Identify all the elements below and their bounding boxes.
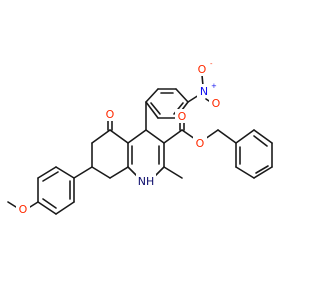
atom-symbol: NH: [138, 175, 155, 188]
atom-symbol: N: [200, 85, 208, 98]
bond: [91, 166, 111, 179]
bond: [163, 166, 183, 179]
bond: [73, 166, 93, 179]
atom-methoxy-o: O: [16, 202, 30, 216]
bond: [127, 129, 147, 144]
bond: [145, 101, 159, 119]
atom-labels: O - N + O O O O O NH: [16, 60, 223, 216]
atom-symbol: O: [212, 97, 221, 110]
atom-symbol: O: [106, 108, 115, 121]
bond: [253, 129, 273, 144]
bond: [29, 201, 39, 208]
atom-charge: -: [210, 60, 213, 68]
atom-nitro-o-double: O: [209, 96, 223, 110]
atom-charge: +: [211, 82, 217, 90]
atom-ester-o-carbonyl: O: [175, 109, 189, 123]
bond: [163, 129, 183, 144]
bond: [7, 201, 17, 208]
bond: [204, 129, 219, 140]
bond-double-inner: [150, 102, 161, 115]
bond: [37, 166, 57, 179]
bond: [235, 129, 255, 144]
atom-ester-o-ether: O: [193, 136, 207, 150]
atom-symbol: O: [196, 137, 205, 150]
bond: [109, 129, 129, 144]
atom-symbol: O: [19, 203, 28, 216]
bond: [181, 129, 196, 140]
bond-lines: [7, 74, 273, 215]
bond: [145, 129, 165, 144]
bond: [235, 166, 255, 179]
bond: [109, 166, 129, 179]
atom-ring-nh: NH: [136, 174, 156, 188]
atom-symbol: O: [178, 110, 187, 123]
bond: [55, 201, 75, 215]
bond-double-inner: [42, 198, 57, 209]
bond-double-inner: [255, 165, 269, 174]
bond: [217, 129, 237, 144]
bond: [175, 88, 189, 103]
bond: [145, 88, 159, 103]
bond-double-inner: [42, 171, 59, 182]
atom-ketone-o: O: [103, 107, 117, 121]
molecule-structure: O - N + O O O O O NH: [7, 60, 273, 216]
atom-nitro-n-plus: N +: [197, 82, 217, 98]
structure-canvas: O - N + O O O O O NH: [7, 60, 273, 216]
atom-symbol: O: [198, 63, 207, 76]
atom-nitro-o-minus: O -: [195, 60, 213, 76]
bond: [37, 201, 57, 215]
bond-double-inner: [253, 135, 268, 147]
bond: [55, 166, 75, 179]
bond: [91, 129, 111, 144]
bond: [253, 166, 273, 179]
